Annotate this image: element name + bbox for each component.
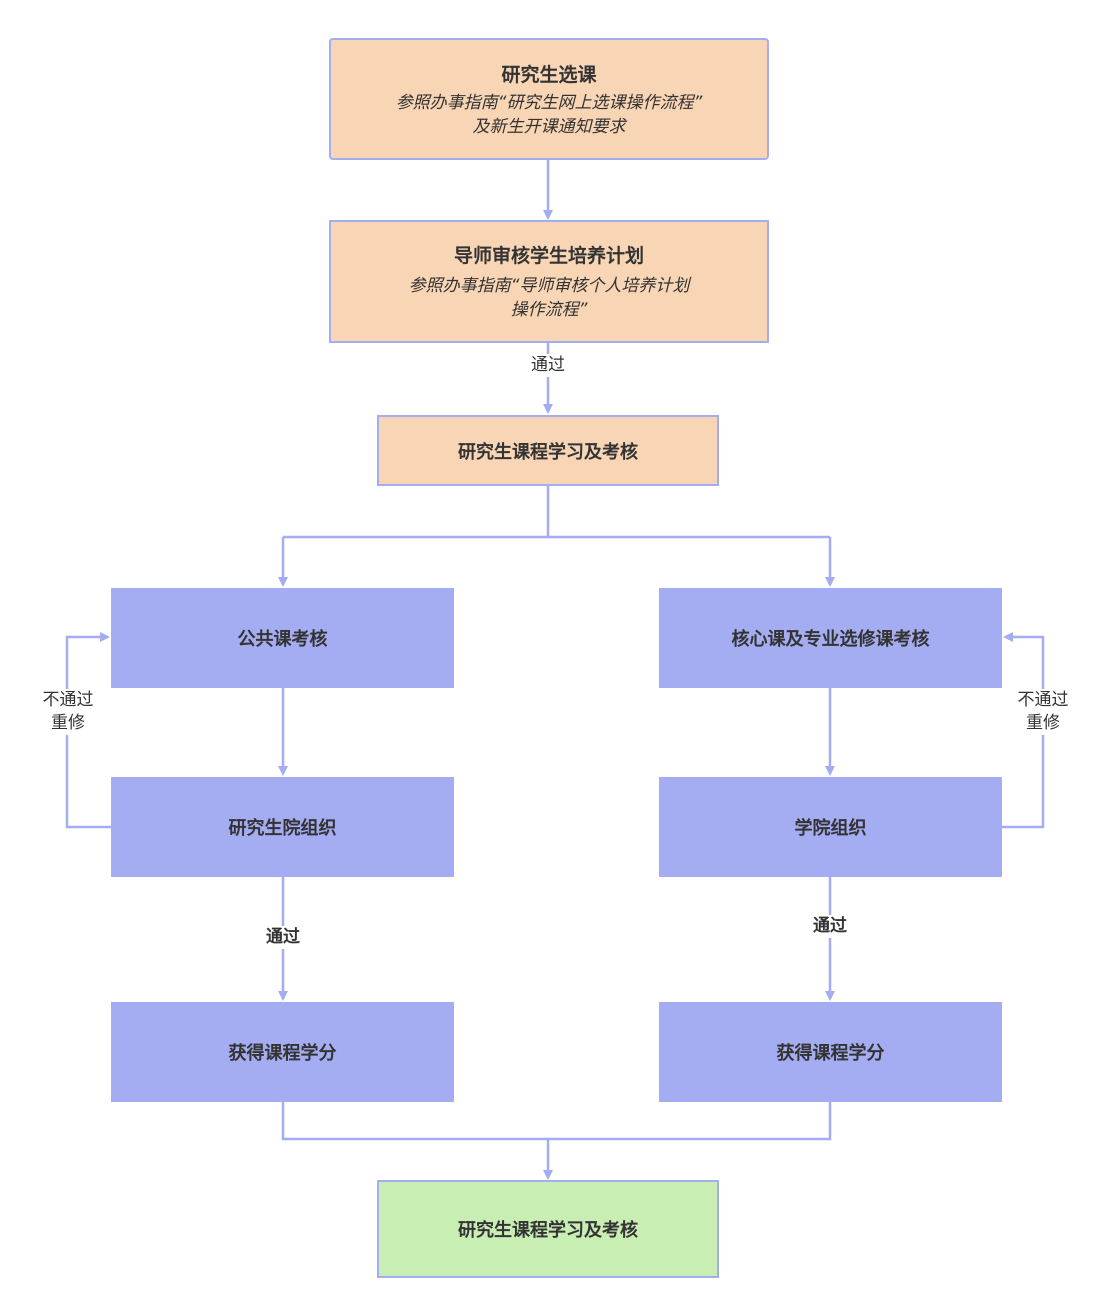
node-core-exam: 核心课及专业选修课考核	[659, 588, 1002, 688]
node-title: 研究生院组织	[228, 818, 337, 839]
node-credits-right: 获得课程学分	[659, 1002, 1002, 1102]
node-title: 研究生课程学习及考核	[458, 1220, 638, 1241]
node-public-exam: 公共课考核	[111, 588, 454, 688]
node-title: 公共课考核	[237, 629, 328, 650]
fail-label-line: 不通过	[1017, 690, 1069, 710]
retake-label-line: 重修	[1026, 713, 1060, 733]
node-plan-review: 导师审核学生培养计划 参照办事指南“导师审核个人培养计划 操作流程”	[329, 220, 769, 343]
node-desc-line: 操作流程”	[510, 300, 588, 320]
node-title: 学院组织	[794, 818, 867, 839]
node-desc-line: 参照办事指南“研究生网上选课操作流程”	[395, 92, 703, 113]
node-title: 研究生选课	[501, 63, 597, 86]
node-grad-school-org: 研究生院组织	[111, 777, 454, 877]
node-title: 获得课程学分	[228, 1043, 337, 1064]
node-desc-line: 参照办事指南“导师审核个人培养计划	[408, 276, 690, 296]
edge-label-fail-left: 不通过 重修	[34, 689, 102, 735]
retake-label-line: 重修	[51, 713, 85, 733]
node-title: 导师审核学生培养计划	[453, 245, 644, 267]
edge-label-fail-right: 不通过 重修	[1009, 689, 1077, 735]
edge-label-pass-left: 通过	[258, 926, 308, 949]
node-desc-line: 及新生开课通知要求	[472, 116, 626, 137]
node-title: 获得课程学分	[776, 1043, 885, 1064]
node-credits-left: 获得课程学分	[111, 1002, 454, 1102]
edge-label-pass-right: 通过	[805, 915, 855, 938]
node-course-selection: 研究生选课 参照办事指南“研究生网上选课操作流程” 及新生开课通知要求	[329, 38, 769, 160]
node-final: 研究生课程学习及考核	[377, 1180, 719, 1278]
node-title: 核心课及专业选修课考核	[731, 629, 930, 650]
edge-label-pass: 通过	[524, 354, 572, 377]
node-college-org: 学院组织	[659, 777, 1002, 877]
fail-label-line: 不通过	[42, 690, 94, 710]
node-title: 研究生课程学习及考核	[458, 441, 638, 463]
line-merge	[281, 1102, 832, 1141]
node-course-study: 研究生课程学习及考核	[377, 415, 719, 486]
